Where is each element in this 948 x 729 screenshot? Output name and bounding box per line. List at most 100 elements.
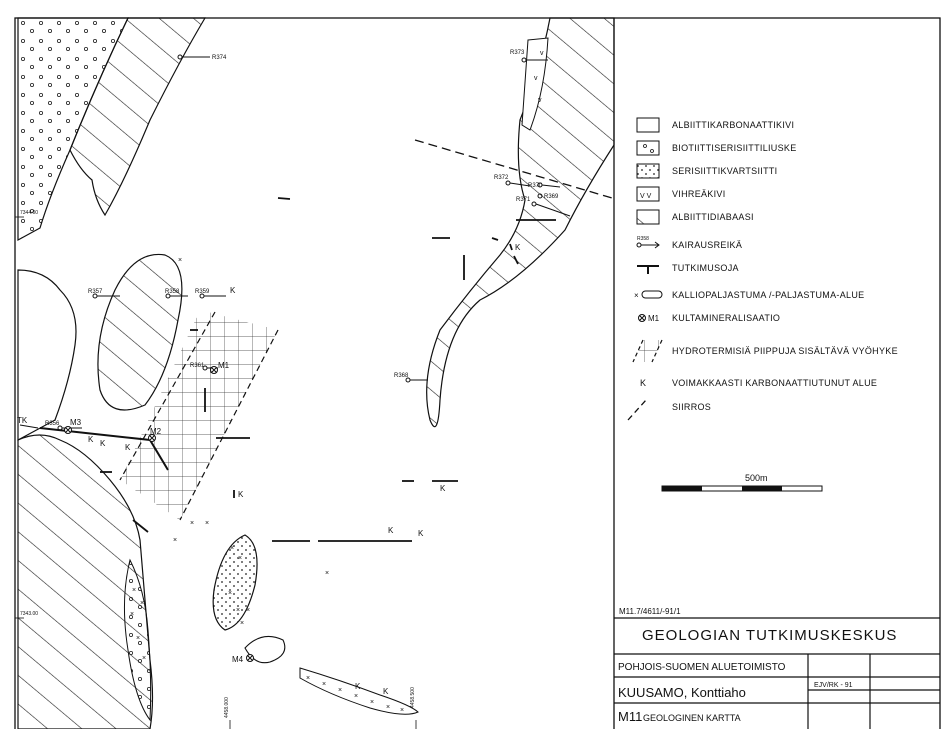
svg-text:4458.500: 4458.500 (410, 687, 416, 708)
legend-gold-sample: M1 (648, 314, 660, 323)
svg-text:×: × (173, 537, 177, 544)
legend-label-serisiitti: SERISIITTIKVARTSIITTI (672, 166, 777, 176)
svg-text:×: × (132, 587, 136, 594)
ref-code: M11.7/4611/-91/1 (619, 607, 681, 616)
legend-label-albiitti: ALBIITTIKARBONAATTIKIVI (672, 120, 794, 130)
biotite-strip-sw (123, 558, 152, 722)
coordinate-labels: 7344.00 7343.00 4458.000 4458.500 (15, 210, 417, 729)
svg-text:×: × (238, 555, 242, 562)
svg-text:×: × (386, 704, 390, 711)
svg-text:×: × (354, 693, 358, 700)
drillholes (19, 54, 571, 431)
svg-text:×: × (322, 681, 326, 688)
svg-text:v: v (534, 75, 538, 82)
legend-swatch-serisiitti (636, 163, 660, 179)
outcrop-crosses: × ××× × ××× ××× ××× ×× ××× ××× × (130, 257, 404, 714)
svg-text:K: K (100, 439, 106, 448)
hydrothermal-boundary-w (119, 311, 216, 481)
svg-text:K: K (88, 435, 94, 444)
svg-text:×: × (246, 607, 250, 614)
svg-text:R368: R368 (394, 373, 409, 379)
legend-labels: ALBIITTIKARBONAATTIKIVI BIOTIITTISERISII… (672, 120, 898, 412)
map-id: M11 (618, 709, 642, 724)
svg-text:M2: M2 (150, 427, 162, 436)
legend-hydrothermal-icon (632, 339, 663, 363)
greenstone-v-marks: vvv (534, 50, 544, 104)
map-frame (14, 17, 941, 729)
svg-text:R357: R357 (88, 289, 103, 295)
hydrothermal-zone (120, 310, 278, 520)
gold-mineralizations (64, 366, 254, 662)
greenstone-sliver (521, 37, 549, 131)
trench-marks (100, 197, 556, 542)
svg-text:K: K (388, 526, 394, 535)
svg-text:K: K (125, 443, 131, 452)
svg-text:×: × (400, 707, 404, 714)
svg-text:×: × (325, 570, 329, 577)
legend-label-vihreakivi: VIHREÄKIVI (672, 189, 726, 199)
map-name: GEOLOGINEN KARTTA (643, 713, 741, 723)
drillhole-labels: R374 R373 R372 R370 R369 R371 R357 R358 … (17, 50, 559, 427)
svg-text:K: K (355, 682, 361, 691)
legend-label-biotiitti: BIOTIITTISERISIITTILIUSKE (672, 143, 797, 153)
legend-label-kalliopaljastuma: KALLIOPALJASTUMA /-PALJASTUMA-ALUE (672, 290, 864, 300)
svg-text:R371: R371 (516, 197, 531, 203)
scale-bar (661, 485, 823, 492)
legend-label-kairausreika: KAIRAUSREIKÄ (672, 240, 742, 250)
title-block-grid (614, 617, 940, 729)
svg-text:M3: M3 (70, 418, 82, 427)
svg-text:R361: R361 (190, 363, 205, 369)
legend-label-siirros: SIIRROS (672, 402, 711, 412)
legend-outcrop-icon: × (634, 290, 663, 300)
organization-name: GEOLOGIAN TUTKIMUSKESKUS (642, 627, 897, 644)
svg-text:M4: M4 (232, 655, 244, 664)
legend-swatch-albiitti (636, 117, 660, 133)
svg-text:×: × (228, 590, 232, 597)
legend-k-icon: K (640, 378, 646, 388)
svg-text:K: K (383, 687, 389, 696)
svg-text:R358: R358 (165, 289, 180, 295)
legend-drillhole-icon (636, 241, 660, 249)
svg-text:×: × (140, 600, 144, 607)
place-name: KUUSAMO, Konttiaho (618, 685, 746, 700)
svg-text:7344.00: 7344.00 (20, 210, 38, 216)
svg-text:R369: R369 (544, 194, 559, 200)
svg-text:R356: R356 (45, 421, 60, 427)
svg-text:×: × (370, 699, 374, 706)
svg-text:×: × (130, 611, 134, 618)
legend-drillhole-sample: R358 (637, 236, 649, 242)
diabase-band-ne (426, 17, 615, 428)
legend-label-diabaasi: ALBIITTIDIABAASI (672, 212, 754, 222)
sericite-quartzite-lens (212, 534, 258, 631)
svg-text:×: × (306, 675, 310, 682)
legend-fault-icon (627, 399, 647, 421)
diabase-band-nw (69, 17, 207, 217)
legend-swatch-vihreakivi (636, 186, 660, 202)
hydrothermal-boundary-e (179, 329, 279, 521)
legend-label-kultamineralisaatio: KULTAMINERALISAATIO (672, 313, 780, 323)
legend-swatch-biotiitti (636, 140, 660, 156)
svg-text:×: × (338, 687, 342, 694)
svg-text:K: K (515, 243, 521, 252)
svg-text:TK: TK (17, 416, 28, 425)
svg-text:R372: R372 (494, 175, 509, 181)
fault-line (414, 139, 613, 199)
diabase-lens-central (97, 253, 183, 411)
legend-vv-label: V V (640, 193, 652, 200)
svg-text:R370: R370 (528, 183, 543, 189)
m4-lens (244, 635, 286, 664)
svg-text:R359: R359 (195, 289, 210, 295)
svg-text:×: × (142, 655, 146, 662)
legend-label-tutkimusoja: TUTKIMUSOJA (672, 263, 739, 273)
svg-text:×: × (634, 291, 639, 300)
svg-text:×: × (205, 520, 209, 527)
svg-text:R374: R374 (212, 55, 227, 61)
svg-text:R373: R373 (510, 50, 525, 56)
svg-text:×: × (178, 257, 182, 264)
svg-text:×: × (230, 545, 234, 552)
scale-label: 500m (745, 473, 768, 483)
legend-label-hydrotermisia: HYDROTERMISIÄ PIIPPUJA SISÄLTÄVÄ VYÖHYKE (672, 346, 898, 356)
legend-trench-icon (637, 265, 659, 274)
svg-text:M1: M1 (218, 361, 230, 370)
